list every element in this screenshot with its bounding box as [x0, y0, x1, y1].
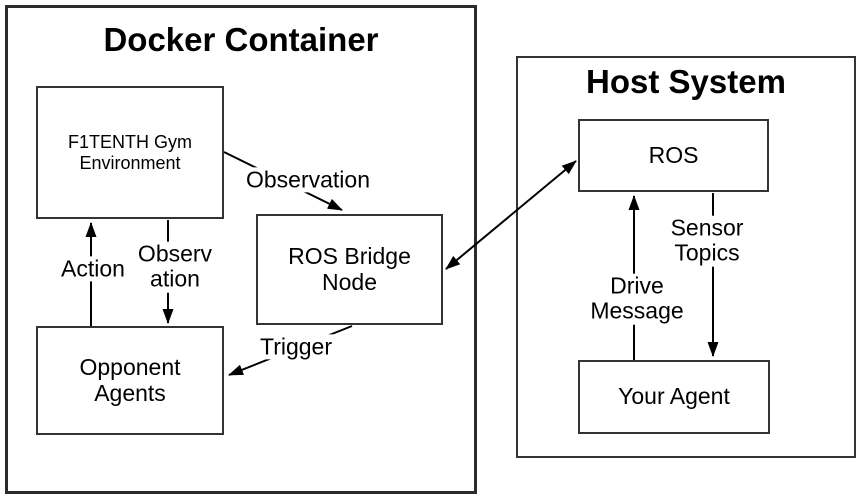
node-ros-bridge-node-label: ROS Bridge Node: [288, 242, 411, 295]
node-your-agent-label: Your Agent: [618, 383, 730, 410]
node-f1tenth-gym-environment: F1TENTH Gym Environment: [36, 86, 224, 219]
edge-label-observation: Observation: [243, 166, 373, 193]
host-system-title: Host System: [586, 63, 786, 100]
node-opponent-agents-label: Opponent Agents: [79, 353, 181, 406]
node-ros: ROS: [578, 119, 769, 192]
edge-label-drive-message: Drive Message: [588, 272, 686, 325]
edge-label-action: Action: [59, 255, 127, 282]
edge-label-trigger: Trigger: [258, 333, 334, 360]
node-ros-bridge-node: ROS Bridge Node: [256, 214, 443, 325]
node-ros-label: ROS: [648, 141, 699, 168]
docker-container-title: Docker Container: [103, 21, 379, 58]
node-opponent-agents: Opponent Agents: [36, 326, 224, 435]
edge-label-observation-wrapped: Observ ation: [135, 240, 215, 293]
edge-label-sensor-topics: Sensor Topics: [668, 214, 746, 267]
node-your-agent: Your Agent: [578, 360, 770, 434]
node-f1tenth-gym-environment-label: F1TENTH Gym Environment: [68, 132, 192, 173]
